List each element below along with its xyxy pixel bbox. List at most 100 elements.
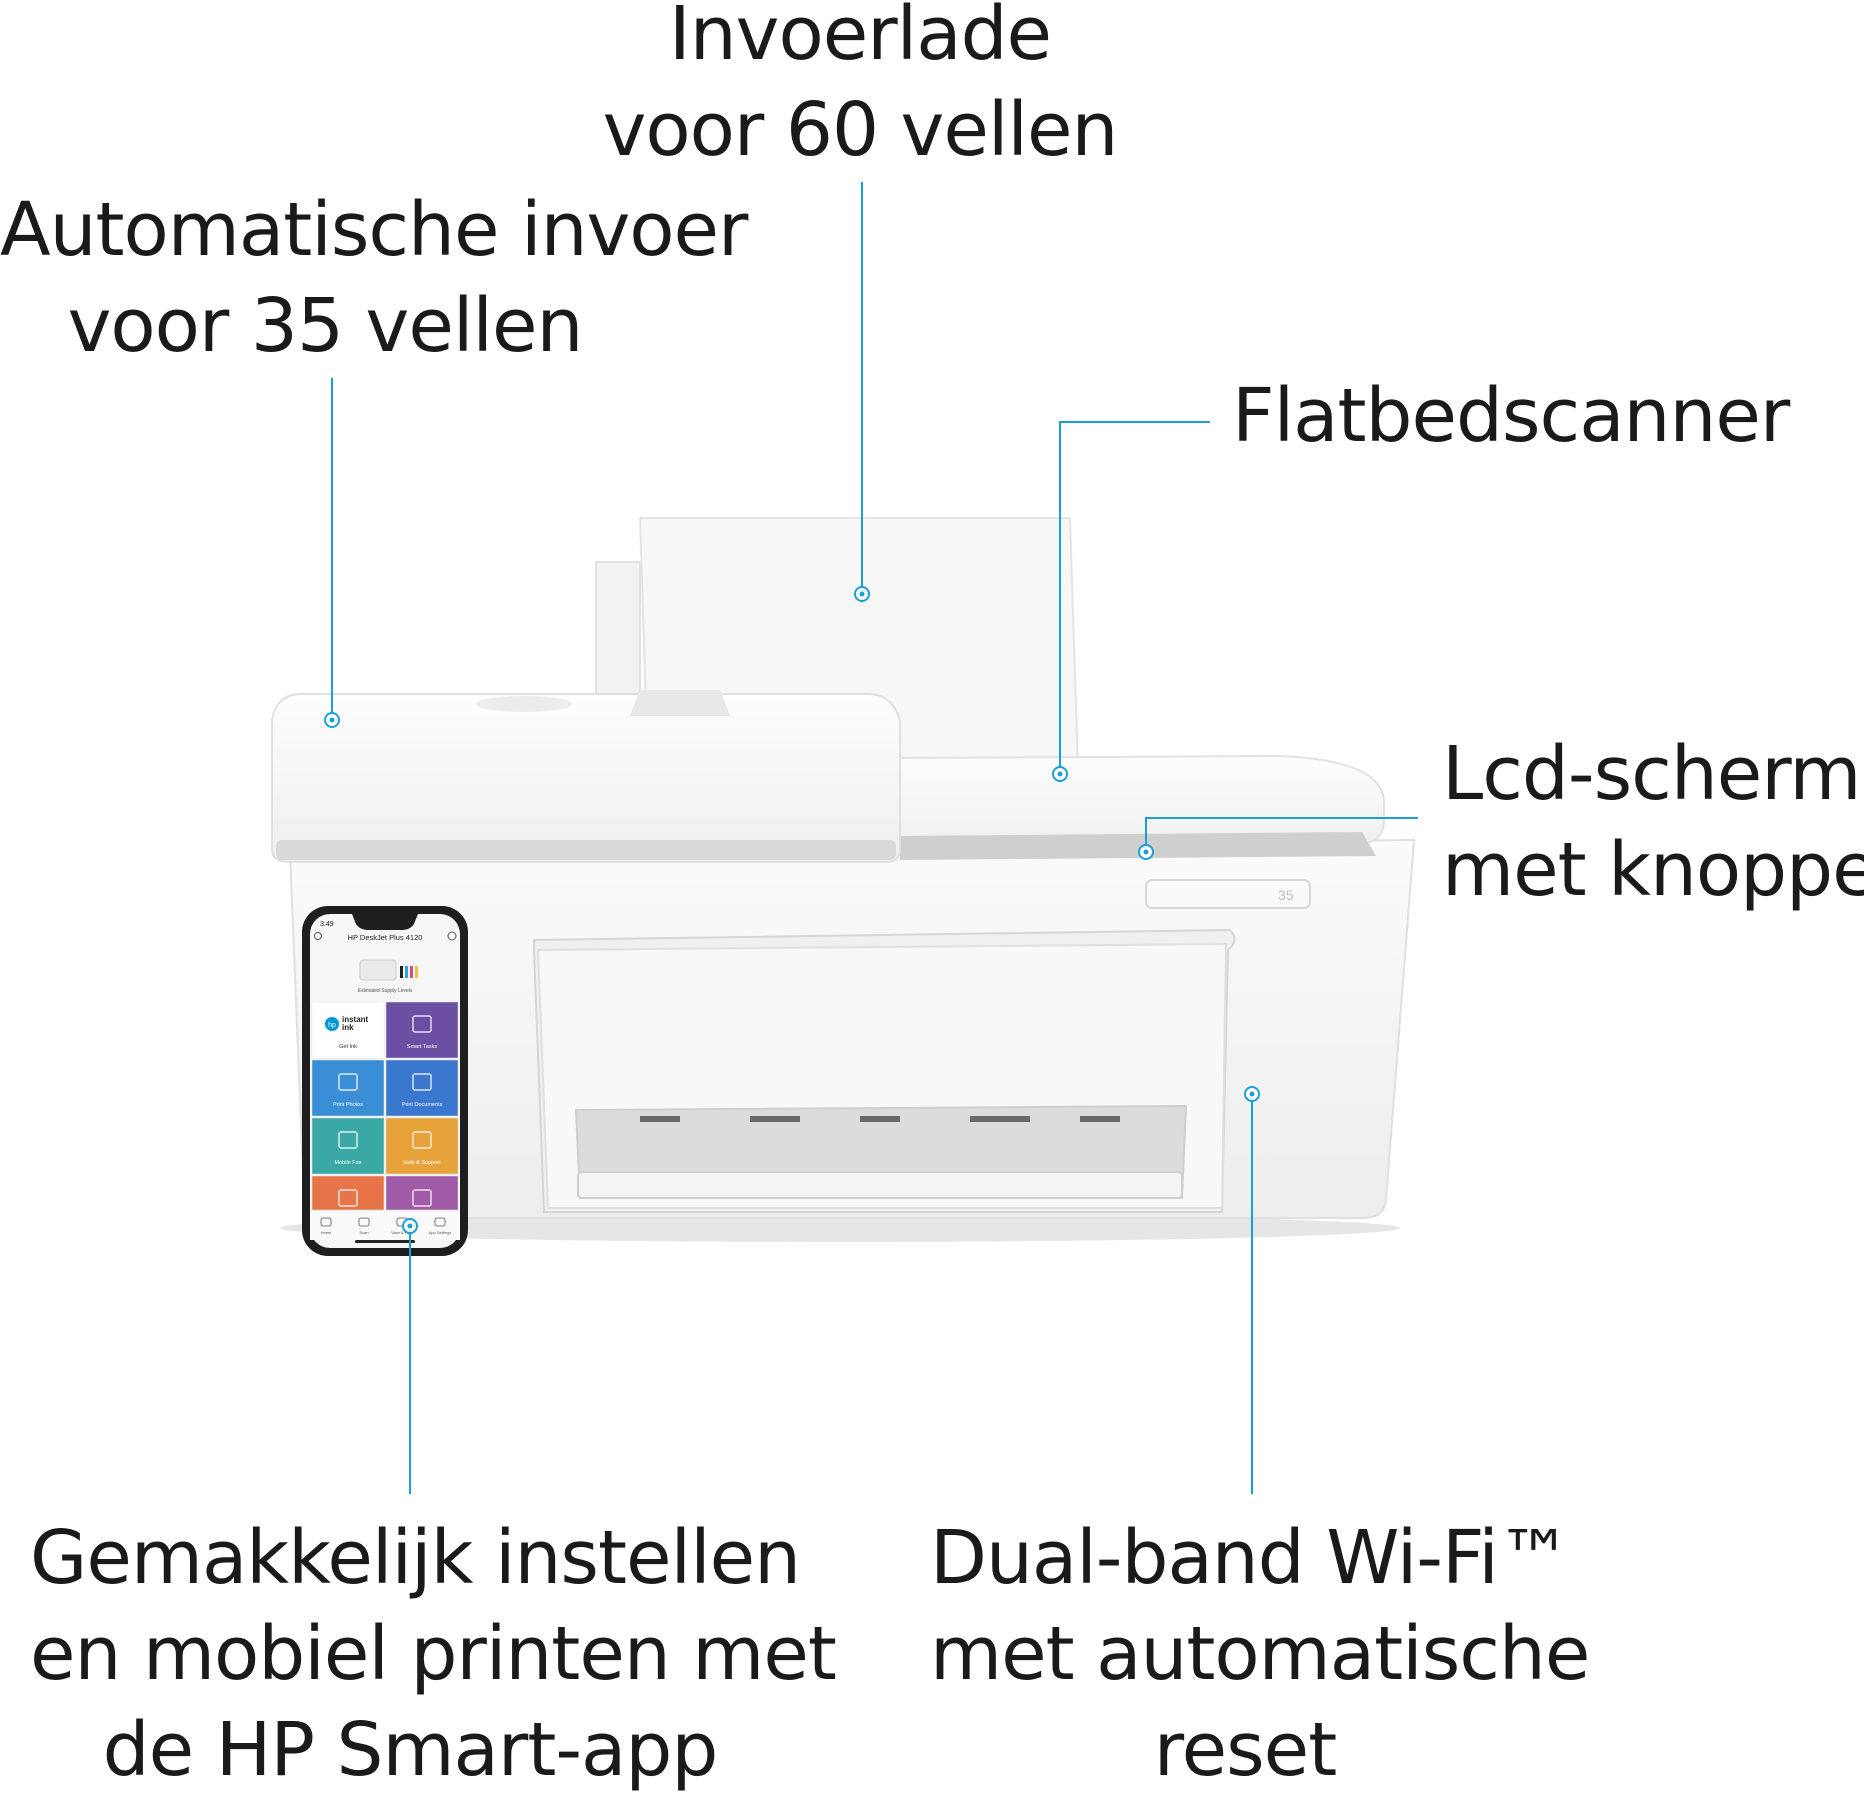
tile-background [385,1001,459,1059]
scanner-lid-edge [900,832,1376,860]
tile-background [311,1001,385,1059]
output-rollers [640,1116,1120,1122]
phone-tile[interactable] [385,1175,459,1211]
label-line: Gemakkelijk instellen [30,1515,801,1601]
adf-tray-slot [630,690,730,716]
phone-tile[interactable]: Print Photos [311,1059,385,1117]
callout-marker-dot [329,717,335,723]
tile-label: Print Documents [402,1102,443,1108]
label-line: Flatbedscanner [1232,373,1790,459]
scanner-lid [899,754,1385,850]
control-panel-display: 35 [1278,887,1294,903]
phone-tile[interactable]: Mobile Fax [311,1117,385,1175]
label-line: met knoppen [1442,827,1864,913]
nav-icon [320,1217,332,1227]
callout-marker-dot [1249,1091,1255,1097]
label-smart-app: Gemakkelijk instellen en mobiel printen … [30,1510,837,1798]
label-lcd: Lcd-scherm met knoppen [1442,726,1864,918]
phone-printer-thumb [359,959,397,981]
smartphone: 3:49 HP DeskJet Plus 4120 Estimated Supp… [302,906,468,1256]
nav-bar-background [310,1212,460,1240]
instant-ink-word: instant [342,1015,369,1024]
nav-label: App Settings [429,1230,452,1235]
callout-line [1059,421,1210,774]
tile-label: Smart Tasks [407,1044,437,1050]
tile-label: Help & Support [403,1160,441,1166]
phone-nav-bar: Home Scan View & Print App Settings [310,1212,460,1240]
camera-icon [338,1189,358,1207]
tile-label: Get Ink [339,1044,357,1050]
phone-app-title: HP DeskJet Plus 4120 [348,933,423,942]
bell-icon[interactable] [314,932,322,940]
callout-marker-dot [407,1223,413,1229]
nav-label: Home [321,1230,332,1235]
hp-logo-text: hp [328,1022,336,1029]
tile-background [385,1175,459,1211]
control-panel [1145,879,1311,909]
callout-marker-dot [1143,849,1149,855]
nav-item[interactable]: Home [320,1217,332,1235]
tile-background [311,1059,385,1117]
nav-label: View & Print [391,1230,414,1235]
nav-icon [358,1217,370,1227]
callout-marker-dot [1057,771,1063,777]
copy-icon [412,1189,432,1207]
paper-guide [595,561,641,701]
label-line: Dual-band Wi-Fi™ [930,1515,1572,1601]
nav-item[interactable]: Scan [358,1217,370,1235]
print-documents-icon [412,1073,432,1091]
nav-label: Scan [359,1230,368,1235]
adf-edge [276,840,896,860]
tile-label: Mobile Fax [335,1160,362,1166]
callout-lcd [1138,817,1418,860]
phone-tile[interactable]: Help & Support [385,1117,459,1175]
home-indicator [355,1240,415,1243]
callout-adf [324,378,340,728]
label-line: en mobiel printen met [30,1611,837,1697]
label-line: de HP Smart-app [102,1707,719,1793]
help-icon [412,1131,432,1149]
phone-time: 3:49 [320,921,334,928]
adf-unit [271,693,901,863]
phone-tile[interactable]: Print Documents [385,1059,459,1117]
smart-tasks-icon [412,1015,432,1033]
label-line: voor 60 vellen [602,87,1119,173]
label-wifi: Dual-band Wi-Fi™ met automatische reset [930,1510,1590,1798]
label-line: Automatische invoer [0,187,749,273]
callout-smart-app [402,1218,418,1494]
phone-tile[interactable] [311,1175,385,1211]
phone-notch [352,914,418,930]
tile-background [311,1117,385,1175]
hp-logo-icon [325,1017,339,1031]
callout-marker-dot [859,591,865,597]
callout-flatbed [1052,421,1210,782]
callout-input-tray [854,182,870,602]
label-line: voor 35 vellen [67,283,584,369]
add-printer-icon[interactable] [447,931,457,941]
ink-levels [400,966,418,978]
nav-item[interactable]: App Settings [429,1217,452,1235]
tile-label: Print Photos [333,1102,363,1108]
callouts [324,182,1418,1494]
tile-background [311,1175,385,1211]
phone-tile[interactable]: Smart Tasks [385,1001,459,1059]
supply-levels-label: Estimated Supply Levels [358,988,413,994]
label-line: reset [1153,1707,1337,1793]
label-adf: Automatische invoer voor 35 vellen [0,182,749,374]
label-input-tray: Invoerlade voor 60 vellen [580,0,1140,178]
label-line: met automatische [930,1611,1590,1697]
callout-wifi [1244,1086,1260,1494]
hp-logo-embossed [476,696,572,712]
tile-background [385,1059,459,1117]
tile-background [385,1117,459,1175]
label-flatbed: Flatbedscanner [1232,368,1792,464]
floor-shadow [280,1214,1400,1242]
print-photos-icon [338,1073,358,1091]
printer: 35 [271,517,1416,1242]
nav-icon [434,1217,446,1227]
label-line: Lcd-scherm [1442,731,1861,817]
instant-ink-word: ink [342,1023,354,1032]
